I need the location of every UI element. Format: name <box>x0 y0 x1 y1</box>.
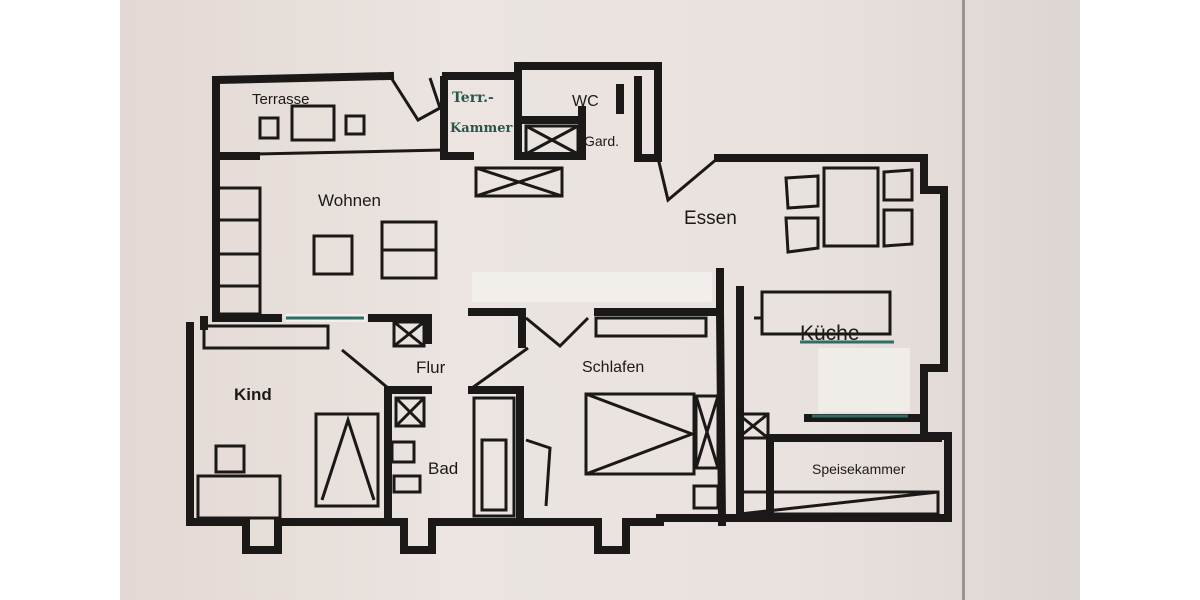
label-flur: Flur <box>416 358 446 377</box>
label-terr-kammer-line2: Kammer <box>450 121 513 136</box>
label-terr-kammer-line1: Terr.- <box>452 90 494 106</box>
storage-boxes <box>392 124 770 470</box>
label-bad: Bad <box>428 459 458 478</box>
label-kueche: Küche <box>800 322 860 345</box>
bedroom-furniture <box>584 316 720 510</box>
label-wohnen: Wohnen <box>318 191 381 210</box>
highlight-marks <box>286 316 908 418</box>
kitchen-counter <box>754 290 892 336</box>
door-swings <box>255 75 719 507</box>
speisekammer-shelf <box>738 490 940 516</box>
label-terrasse: Terrasse <box>252 91 310 108</box>
page-edge <box>962 0 965 600</box>
label-wc: WC <box>572 93 599 110</box>
label-schlafen: Schlafen <box>582 359 644 376</box>
label-speisekammer: Speisekammer <box>812 461 906 477</box>
correction-patches <box>286 272 910 412</box>
dining-table <box>784 166 914 254</box>
label-essen: Essen <box>684 208 737 229</box>
terrace-furniture <box>258 104 366 142</box>
living-furniture <box>214 186 438 316</box>
kind-furniture <box>196 324 380 520</box>
label-kind: Kind <box>234 385 272 404</box>
bathroom-fixtures <box>390 396 516 518</box>
label-gard: Gard. <box>584 133 619 149</box>
